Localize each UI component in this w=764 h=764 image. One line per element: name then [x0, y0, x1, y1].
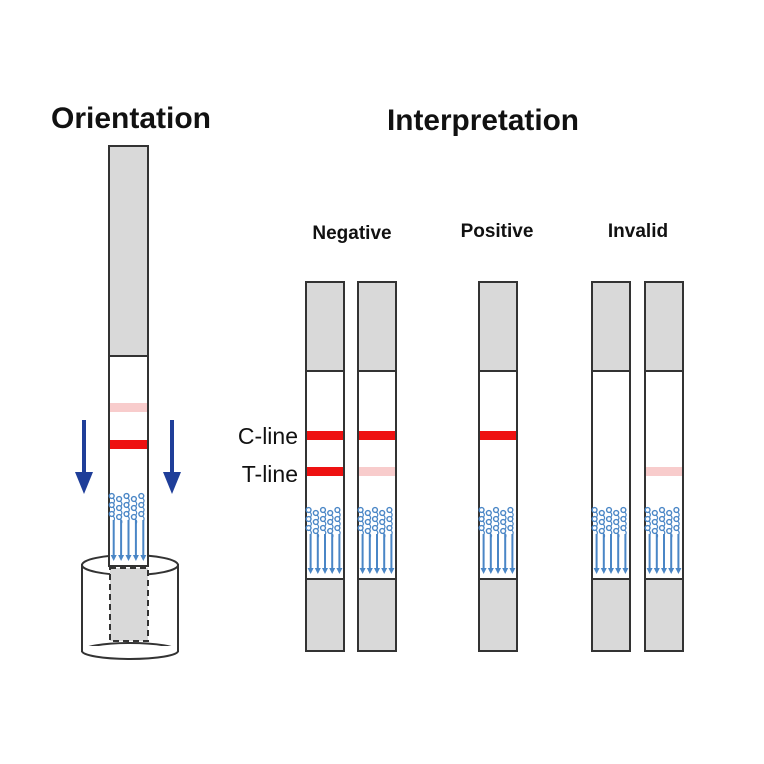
strong-reference-line: [110, 440, 147, 449]
orientation-strip: [75, 145, 181, 660]
invalid-strip-2: [644, 281, 684, 652]
positive-strip: [478, 281, 518, 652]
sample-pad: [305, 578, 345, 652]
invalid-label: Invalid: [608, 221, 668, 242]
c-line-band: [359, 431, 395, 440]
sample-pad: [591, 578, 631, 652]
t-line-label: T-line: [242, 461, 298, 487]
arrow-down-icon: [75, 420, 93, 494]
sample-pad: [644, 578, 684, 652]
sample-flow-icon: [108, 492, 147, 561]
sample-flow-icon: [357, 506, 395, 574]
negative-strip-2: [357, 281, 397, 652]
negative-strip-1: [305, 281, 345, 652]
handle-pad: [478, 281, 518, 372]
invalid-strip-1: [591, 281, 631, 652]
positive-label: Positive: [461, 221, 534, 242]
sample-flow-icon: [305, 506, 343, 574]
sample-flow-icon: [591, 506, 629, 574]
handle-pad: [644, 281, 684, 372]
t-line-band: [359, 467, 395, 476]
handle-pad: [108, 145, 149, 357]
handle-pad: [591, 281, 631, 372]
t-line-band: [307, 467, 343, 476]
handle-pad: [305, 281, 345, 372]
sample-pad: [478, 578, 518, 652]
c-line-band: [480, 431, 516, 440]
faint-reference-line: [110, 403, 147, 412]
interpretation-title: Interpretation: [387, 104, 579, 137]
sample-pad: [357, 578, 397, 652]
sample-flow-icon: [478, 506, 516, 574]
submerged-pad: [109, 567, 149, 642]
handle-pad: [357, 281, 397, 372]
t-line-band: [646, 467, 682, 476]
negative-label: Negative: [312, 223, 391, 244]
c-line-band: [307, 431, 343, 440]
sample-flow-icon: [644, 506, 682, 574]
c-line-label: C-line: [238, 423, 298, 449]
orientation-title: Orientation: [51, 102, 211, 135]
arrow-down-icon: [163, 420, 181, 494]
